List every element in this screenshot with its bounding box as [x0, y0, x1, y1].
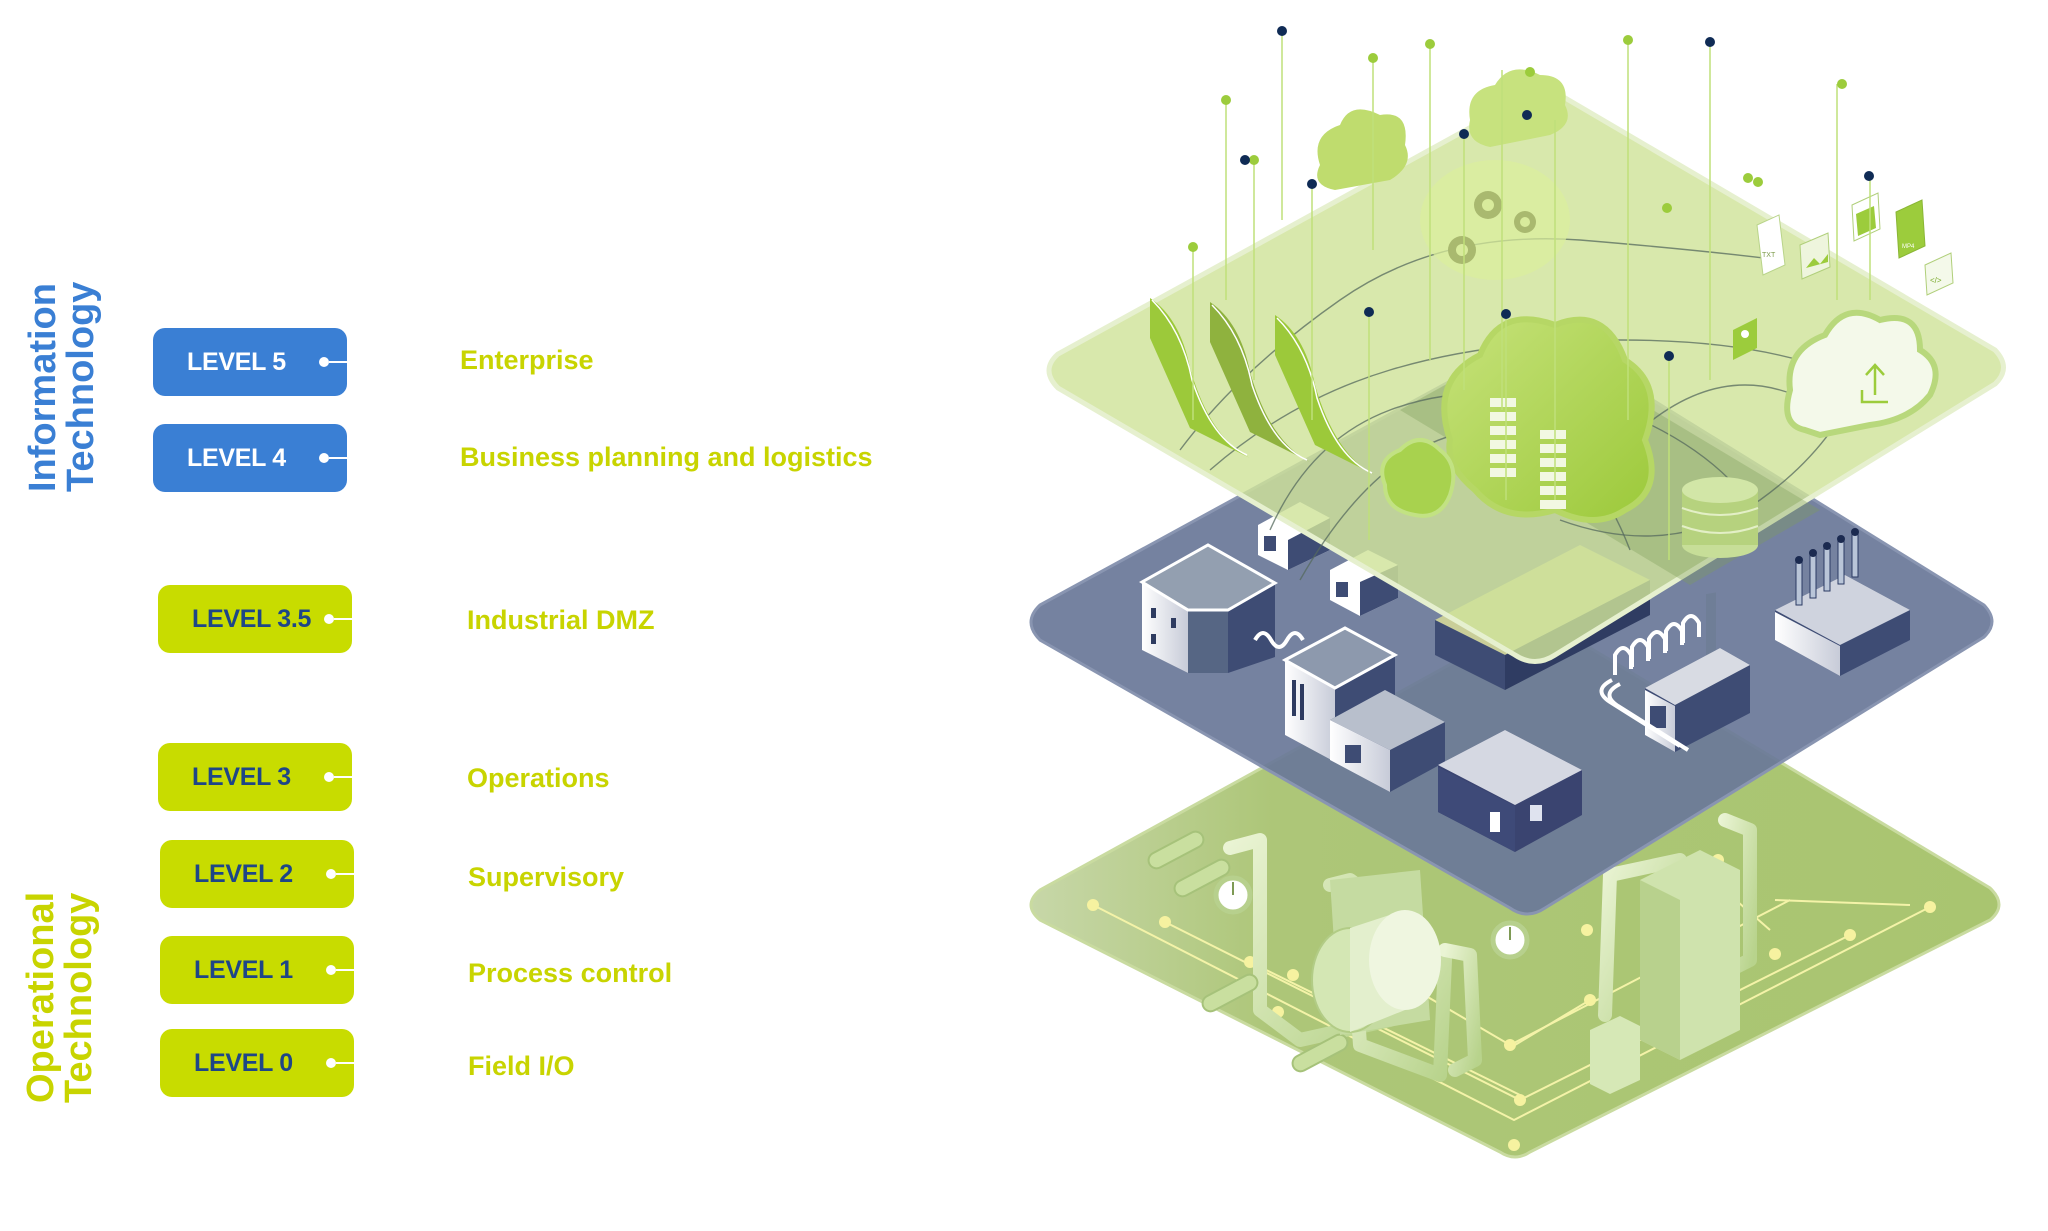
level-3-5-label: LEVEL 3.5	[192, 604, 312, 633]
connector-dot	[326, 869, 336, 879]
user-profile-icon	[1733, 318, 1757, 360]
connector-dot	[319, 357, 329, 367]
level-3-label: LEVEL 3	[192, 762, 291, 791]
level-5-label: LEVEL 5	[187, 347, 286, 376]
level-5-description: Enterprise	[460, 345, 594, 375]
garage-building-icon	[1330, 690, 1445, 792]
code-file-label: </>	[1930, 276, 1942, 285]
connector-line	[329, 361, 347, 363]
analytics-wave-chart-icon	[1150, 298, 1375, 475]
connector-dot	[324, 614, 334, 624]
green-pin-dots	[1188, 35, 1847, 252]
motor-pump-icon	[1311, 870, 1441, 1035]
level-2-badge[interactable]: LEVEL 2	[160, 840, 354, 908]
level-2-label: LEVEL 2	[194, 859, 293, 888]
upload-cloud-icon	[1784, 309, 1939, 439]
connector-dot	[326, 1058, 336, 1068]
level-0-badge[interactable]: LEVEL 0	[160, 1029, 354, 1097]
mp4-file-icon: MP4	[1895, 199, 1926, 259]
secure-cloud-icon	[1380, 438, 1456, 518]
cloud-icon	[1317, 109, 1408, 190]
database-icon	[1681, 477, 1759, 558]
pipe-inlets	[1147, 830, 1349, 1073]
image-file-icon	[1799, 232, 1831, 280]
level-1-description: Process control	[468, 958, 673, 988]
connector-line	[334, 618, 352, 620]
enterprise-cloud-layer: TXT MP4 </>	[1046, 26, 2006, 664]
level-4-description: Business planning and logistics	[460, 442, 873, 472]
factory-smokestacks-icon	[1775, 528, 1910, 676]
level-0-description: Field I/O	[468, 1051, 575, 1081]
pressure-gauge-icon	[1213, 875, 1253, 915]
processing-shed-icon	[1599, 614, 1750, 752]
level-4-badge[interactable]: LEVEL 4	[153, 424, 347, 492]
connector-line	[329, 457, 347, 459]
main-warehouse-icon	[1438, 730, 1582, 852]
connector-dot	[326, 965, 336, 975]
level-4-label: LEVEL 4	[187, 443, 286, 472]
mp4-file-label: MP4	[1902, 244, 1915, 250]
office-building-icon	[1139, 543, 1279, 673]
folder-file-icon	[1851, 192, 1881, 242]
navy-pin-dots	[1240, 26, 1874, 361]
pressure-gauge-icon	[1490, 920, 1530, 960]
code-file-icon: </>	[1924, 252, 1954, 296]
level-3-5-badge[interactable]: LEVEL 3.5	[158, 585, 352, 653]
level-0-label: LEVEL 0	[194, 1048, 293, 1077]
level-2-description: Supervisory	[468, 862, 625, 892]
connector-line	[336, 1062, 354, 1064]
level-5-badge[interactable]: LEVEL 5	[153, 328, 347, 396]
gear-cloud-icon	[1420, 160, 1570, 280]
level-3-5-description: Industrial DMZ	[467, 605, 655, 635]
data-pins	[1192, 31, 1871, 560]
level-1-label: LEVEL 1	[194, 955, 293, 984]
server-cloud-icon	[1441, 316, 1655, 523]
controller-cabinet-icon	[1590, 592, 1740, 1094]
level-3-badge[interactable]: LEVEL 3	[158, 743, 352, 811]
connector-line	[336, 873, 354, 875]
connector-dot	[324, 772, 334, 782]
level-3-description: Operations	[467, 763, 610, 793]
connector-line	[334, 776, 352, 778]
connector-line	[336, 969, 354, 971]
txt-file-icon: TXT	[1756, 214, 1786, 276]
txt-file-label: TXT	[1762, 252, 1776, 259]
connector-dot	[319, 453, 329, 463]
level-1-badge[interactable]: LEVEL 1	[160, 936, 354, 1004]
cloud-icon	[1469, 69, 1568, 147]
